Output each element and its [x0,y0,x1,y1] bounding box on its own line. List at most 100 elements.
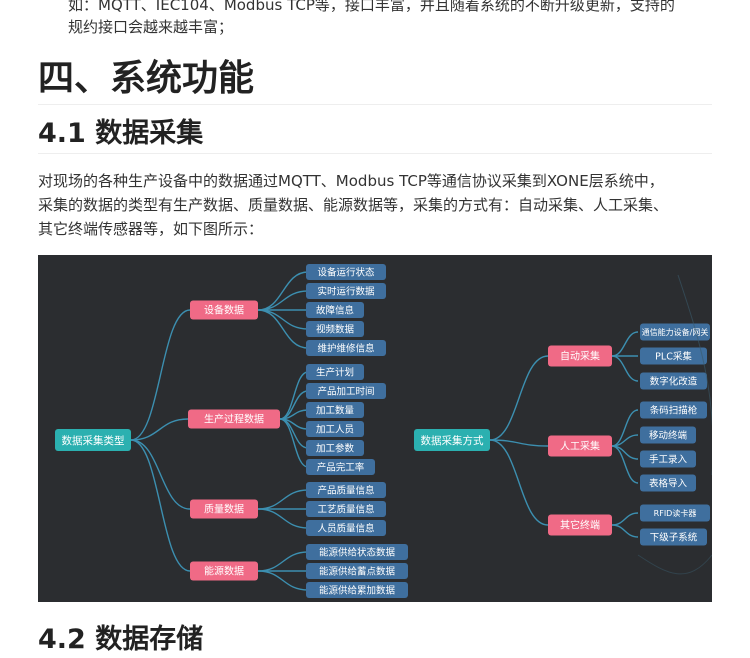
right-category-node: 自动采集 [548,345,612,367]
left-root-node-label: 数据采集类型 [62,434,125,447]
left-leaf-node-label: 加工参数 [316,442,355,454]
left-leaf-node: 实时运行数据 [306,283,386,299]
subsection-title: 4.1 数据采集 [38,116,712,154]
connector-line [611,445,639,484]
connector-line [130,439,191,510]
right-leaf-node: 数字化改造 [640,372,707,390]
connector-line [611,355,639,382]
connector-line [279,371,309,420]
left-leaf-node-label: 加工数量 [316,404,355,416]
right-leaf-node-label: 下级子系统 [650,531,698,543]
right-leaf-node-label: PLC采集 [655,350,692,362]
connector-line [130,418,189,441]
left-category-node-box [190,300,258,320]
left-leaf-node-box [306,340,386,356]
left-leaf-node-label: 故障信息 [316,304,354,316]
left-leaf-node-label: 维护维修信息 [317,342,374,354]
description-line-2: 采集的数据的类型有生产数据、质量数据、能源数据等，采集的方式有：自动采集、人工采… [38,196,669,214]
right-category-node-label: 自动采集 [560,350,600,363]
left-leaf-node-label: 视频数据 [316,323,355,335]
connector-line [257,570,309,591]
description-paragraph: 对现场的各种生产设备中的数据通过MQTT、Modbus TCP等通信协议采集到X… [38,169,718,241]
left-leaf-node-label: 生产计划 [316,366,354,378]
right-leaf-node: 条码扫描枪 [640,401,707,419]
decorative-line [677,274,712,475]
right-leaf-node-box [640,474,696,492]
left-leaf-node-label: 设备运行状态 [317,266,375,278]
left-category-node: 能源数据 [190,561,258,581]
left-leaf-node-label: 能源供给累加数据 [319,584,396,596]
connector-line [279,418,309,468]
connector-line [489,439,549,447]
left-leaf-node-box [306,459,375,475]
right-category-node-box [548,345,612,367]
left-leaf-node-box [306,264,386,280]
right-leaf-node: PLC采集 [640,347,707,365]
left-leaf-node-box [306,364,364,380]
right-root-node-label: 数据采集方式 [421,434,484,447]
left-leaf-node: 加工参数 [306,440,364,456]
left-leaf-node: 产品完工率 [306,459,375,475]
left-leaf-node-label: 工艺质量信息 [317,503,374,515]
left-leaf-node-box [306,544,408,560]
right-leaf-node: RFID读卡器 [640,504,710,522]
left-category-node-label: 生产过程数据 [204,413,264,426]
left-root-node-box [55,429,131,451]
left-leaf-node-box [306,302,364,318]
connector-line [257,309,309,349]
left-leaf-node: 设备运行状态 [306,264,386,280]
left-category-node-box [190,499,258,519]
left-leaf-node-box [306,563,408,579]
right-leaf-node: 表格导入 [640,474,696,492]
right-leaf-node-box [640,528,707,546]
left-leaf-node-label: 产品完工率 [317,461,365,473]
right-category-node: 人工采集 [548,435,612,457]
connector-line [130,309,191,441]
right-category-node: 其它终端 [548,514,612,536]
left-leaf-node: 产品质量信息 [306,482,386,498]
right-root-node-box [414,429,490,451]
left-category-node-label: 质量数据 [204,503,244,516]
right-leaf-node-label: RFID读卡器 [654,508,697,518]
left-category-node: 质量数据 [190,499,258,519]
connector-line [257,551,309,572]
right-leaf-node-box [640,323,710,341]
right-leaf-node: 通信能力设备/网关 [640,323,710,341]
left-category-node: 设备数据 [190,300,258,320]
next-subsection-title: 4.2 数据存储 [38,624,204,655]
connector-line [489,355,549,441]
right-category-node-box [548,514,612,536]
left-leaf-node-label: 人员质量信息 [317,522,374,534]
left-leaf-node: 加工人员 [306,421,364,437]
connector-line [611,512,639,526]
right-leaf-node-label: 条码扫描枪 [650,404,698,416]
description-line-1: 对现场的各种生产设备中的数据通过MQTT、Modbus TCP等通信协议采集到X… [38,172,664,190]
left-leaf-node-label: 能源供给状态数据 [319,546,396,558]
left-category-node-box [190,561,258,581]
right-leaf-node-box [640,426,696,444]
left-leaf-node: 加工数量 [306,402,364,418]
left-leaf-node-box [306,321,364,337]
connector-line [257,309,309,330]
left-category-node: 生产过程数据 [188,409,280,429]
right-category-node-label: 人工采集 [560,440,600,453]
left-category-node-label: 能源数据 [204,565,244,578]
left-leaf-node: 能源供给蓄点数据 [306,563,408,579]
right-category-node-label: 其它终端 [560,519,600,532]
connector-line [130,439,191,572]
mindmap-diagram: 数据采集类型 设备数据 设备运行状态实时运行数据故障信息视频数据维护维修信息生产过程… [38,255,712,602]
decorative-line [637,554,712,575]
left-leaf-node-box [306,283,386,299]
left-leaf-node: 人员质量信息 [306,520,386,536]
left-leaf-node-box [306,383,386,399]
connector-line [611,331,639,357]
left-leaf-node: 工艺质量信息 [306,501,386,517]
left-leaf-node-box [306,501,386,517]
left-root-node: 数据采集类型 [55,429,131,451]
left-leaf-node: 故障信息 [306,302,364,318]
right-leaf-node: 手工录入 [640,450,696,468]
left-leaf-node-label: 产品加工时间 [317,385,374,397]
right-leaf-node-box [640,372,707,390]
right-leaf-node-label: 移动终端 [649,429,688,441]
right-leaf-node-box [640,401,707,419]
